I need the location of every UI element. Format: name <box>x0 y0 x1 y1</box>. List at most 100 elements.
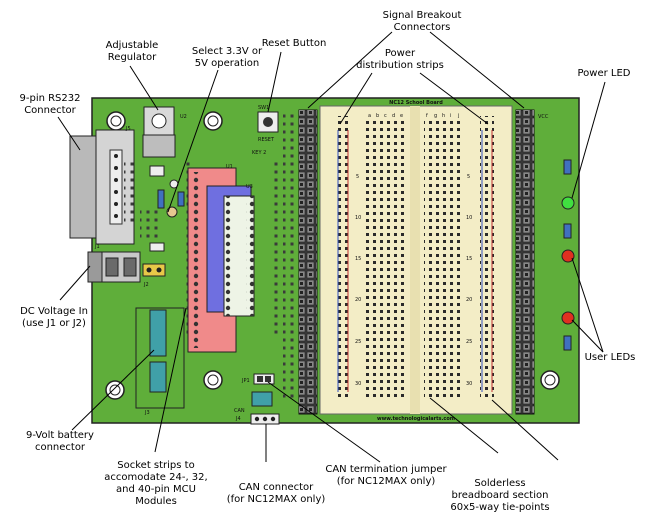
callout-line: breadboard section <box>451 490 549 501</box>
j5-label: J5 <box>125 126 131 132</box>
callout-line: 9-pin RS232 <box>19 93 81 104</box>
callout-battery: 9-Volt battery connector <box>10 430 110 454</box>
callout-line: Modules <box>135 496 177 507</box>
reset-switch <box>257 111 279 133</box>
breadboard <box>319 105 513 415</box>
callout-power-led: Power LED <box>566 68 642 80</box>
callout-socket-strips: Socket strips to accomodate 24-, 32, and… <box>96 460 216 508</box>
callout-line: and 40-pin MCU <box>116 484 196 495</box>
callout-line: distribution strips <box>356 60 444 71</box>
col-letter: g <box>434 113 437 119</box>
callout-line: Power LED <box>577 68 631 79</box>
callout-line: User LEDs <box>584 352 636 363</box>
row-number: 30 <box>355 381 361 387</box>
col-letter: j <box>457 113 459 119</box>
col-letter: b <box>376 113 379 119</box>
callout-line: Power <box>384 48 416 59</box>
socket-strip-left <box>182 160 192 338</box>
row-number: 10 <box>466 215 472 221</box>
key-label: KEY 2 <box>252 150 266 156</box>
callout-line: Select 3.3V or <box>191 46 263 57</box>
col-letter: h <box>442 113 445 119</box>
u2-label: U2 <box>180 114 187 120</box>
reset-label: RESET <box>258 137 275 143</box>
vcc-label: VCC <box>538 114 549 120</box>
mcu-socket-white <box>223 195 255 317</box>
row-number: 15 <box>466 256 472 262</box>
resistor <box>563 159 572 175</box>
row-number: 5 <box>467 174 470 180</box>
col-letter: i <box>450 113 451 119</box>
u3-label: U3 <box>246 184 253 190</box>
row-number: 20 <box>355 297 361 303</box>
user-led-1 <box>561 249 575 263</box>
row-number: 15 <box>355 256 361 262</box>
can-label: CAN <box>234 408 245 414</box>
callout-line: Solderless <box>474 478 526 489</box>
callout-line: Regulator <box>107 52 157 63</box>
j2-label: J2 <box>143 282 149 288</box>
row-number: 30 <box>466 381 472 387</box>
callout-user-leds: User LEDs <box>578 352 642 364</box>
callout-line: Connector <box>24 105 76 116</box>
can-connector <box>250 413 280 425</box>
callout-signal-breakout: Signal Breakout Connectors <box>372 10 472 34</box>
callout-select-voltage: Select 3.3V or 5V operation <box>182 46 272 70</box>
jp1-label: JP1 <box>241 378 250 384</box>
sw1-label: SW1 <box>258 105 269 111</box>
can-transceiver <box>251 391 273 407</box>
callout-regulator: Adjustable Regulator <box>92 40 172 64</box>
battery-outline <box>135 307 185 409</box>
j3-label: J3 <box>144 410 150 416</box>
callout-breadboard: Solderless breadboard section 60x5-way t… <box>440 478 560 514</box>
callout-line: Connectors <box>393 22 451 33</box>
callout-line: (use J1 or J2) <box>22 318 86 329</box>
battery-clip <box>149 309 167 393</box>
callout-line: connector <box>34 442 86 453</box>
callout-line: Socket strips to <box>117 460 195 471</box>
rs232-pads <box>124 160 134 222</box>
callout-line: (for NC12MAX only) <box>336 476 436 487</box>
callout-line: 5V operation <box>194 58 260 69</box>
mounting-holes <box>105 111 560 400</box>
callout-reset: Reset Button <box>254 38 334 50</box>
col-letter: e <box>400 113 403 119</box>
resistor <box>563 223 572 239</box>
header-left-pads <box>283 112 297 402</box>
col-letter: a <box>368 113 371 119</box>
callout-dc-in: DC Voltage In (use J1 or J2) <box>4 306 104 330</box>
col-letter: f <box>426 113 428 119</box>
row-number: 25 <box>355 339 361 345</box>
callout-power-strips: Power distribution strips <box>340 48 460 72</box>
row-number: 10 <box>355 215 361 221</box>
callout-rs232: 9-pin RS232 Connector <box>0 93 100 117</box>
u1-label: U1 <box>226 164 233 170</box>
j4-label: J4 <box>235 416 241 422</box>
dc-jack <box>87 251 141 283</box>
resistor <box>563 335 572 351</box>
callout-line: 60x5-way tie-points <box>450 502 550 513</box>
power-led <box>561 196 575 210</box>
callout-line: Reset Button <box>261 38 327 49</box>
can-termination-jumper <box>253 373 275 385</box>
j2-terminal <box>142 263 166 277</box>
col-letter: c <box>384 113 387 119</box>
callout-can-connector: CAN connector (for NC12MAX only) <box>216 482 336 506</box>
callout-can-jumper: CAN termination jumper (for NC12MAX only… <box>318 464 454 488</box>
board-title: NC12 School Board <box>389 100 443 106</box>
row-number: 25 <box>466 339 472 345</box>
row-number: 5 <box>356 174 359 180</box>
callout-line: 9-Volt battery <box>26 430 94 441</box>
callout-line: CAN connector <box>238 482 314 493</box>
callout-line: DC Voltage In <box>20 306 88 317</box>
small-components <box>140 165 185 252</box>
user-led-2 <box>561 311 575 325</box>
callout-line: Adjustable <box>105 40 159 51</box>
row-number: 20 <box>466 297 472 303</box>
socket-strip-right <box>272 160 282 338</box>
header-left-pins <box>299 110 317 414</box>
callout-line: (for NC12MAX only) <box>226 494 326 505</box>
leader-lines <box>57 31 606 463</box>
